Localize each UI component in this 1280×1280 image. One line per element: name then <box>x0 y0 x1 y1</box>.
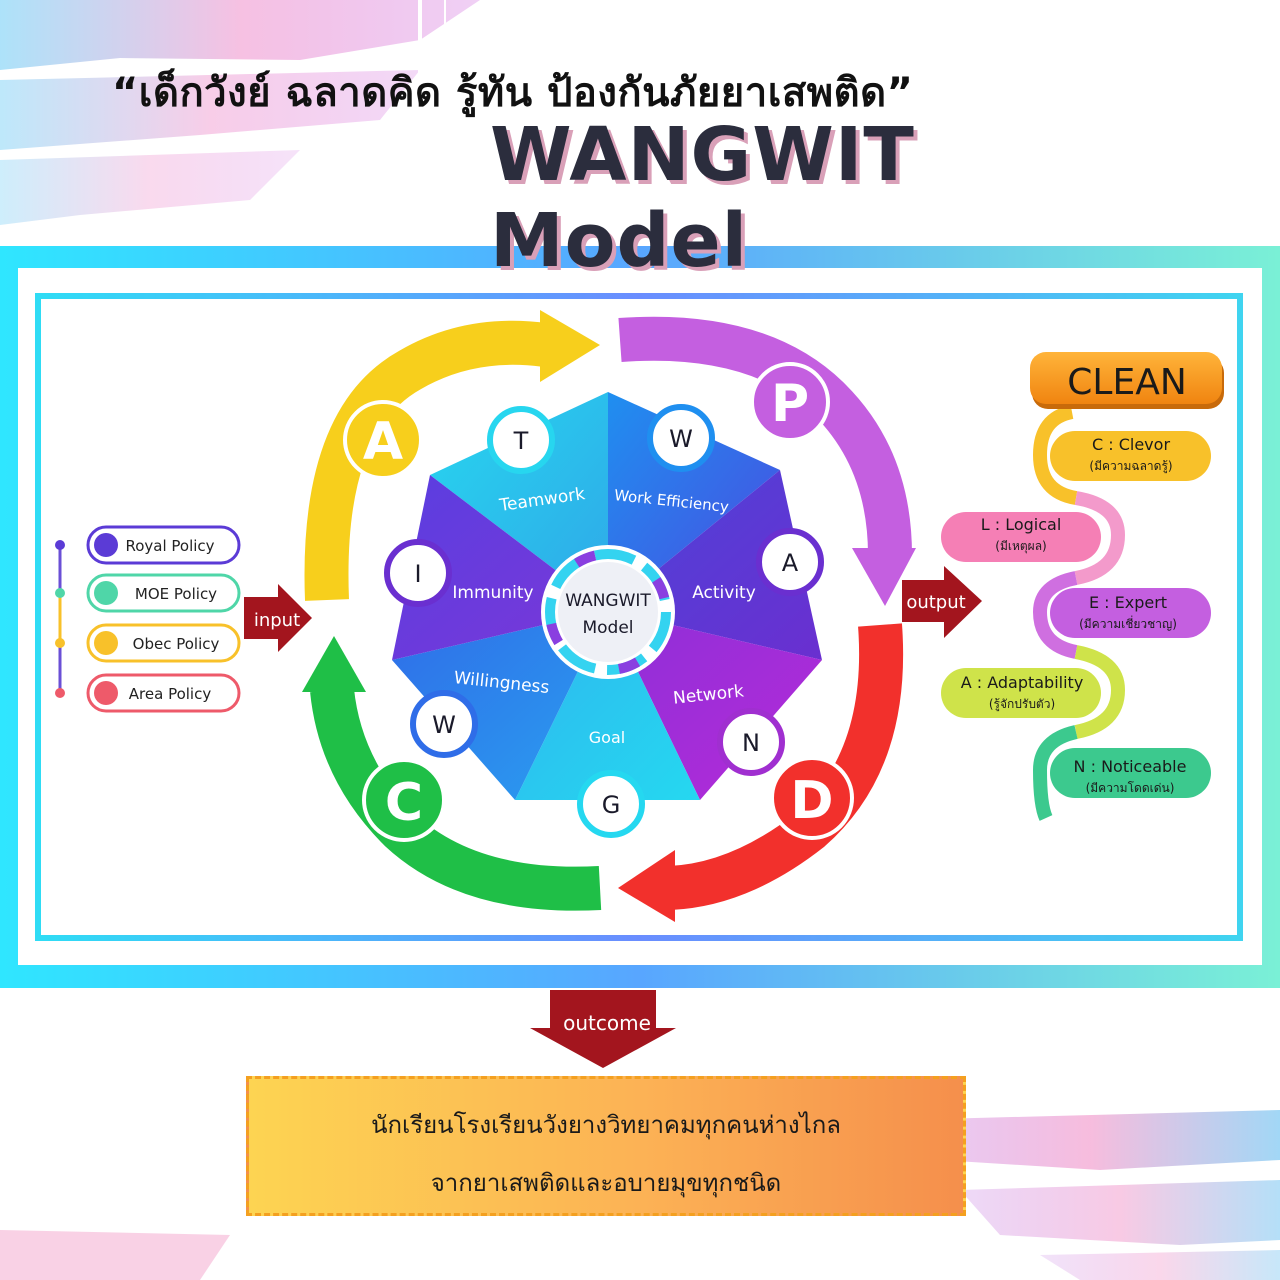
cycle-badge-c: C <box>362 758 446 842</box>
svg-text:(มีความโดดเด่น): (มีความโดดเด่น) <box>1086 781 1175 795</box>
outcome-label: outcome <box>563 1011 651 1035</box>
outcome-line-2: จากยาเสพติดและอบายมุขทุกชนิด <box>430 1169 782 1197</box>
letter-circle-g: G <box>577 770 645 838</box>
cycle-letter-c: C <box>385 773 423 833</box>
svg-text:N: N <box>742 729 760 757</box>
clean-item-e: E : Expert (มีความเชี่ยวชาญ) <box>1050 588 1211 638</box>
svg-text:A: A <box>782 549 799 577</box>
svg-text:W: W <box>669 425 693 453</box>
cycle-letter-a: A <box>363 412 403 472</box>
segment-goal <box>515 610 700 800</box>
svg-text:T: T <box>513 427 529 455</box>
cycle-badge-a: A <box>343 400 423 480</box>
segment-network <box>608 610 822 800</box>
input-arrow: input <box>244 584 312 652</box>
svg-text:(มีความฉลาดรู้): (มีความฉลาดรู้) <box>1089 459 1172 474</box>
segment-label-goal: Goal <box>589 728 625 747</box>
thai-title: “เด็กวังย์ ฉลาดคิด รู้ทัน ป้องกันภัยยาเส… <box>112 70 914 116</box>
clean-item-n: N : Noticeable (มีความโดดเด่น) <box>1050 748 1211 798</box>
outcome-arrow: outcome <box>530 990 676 1068</box>
segment-label-immunity: Immunity <box>452 583 533 603</box>
center-hub: WANGWIT Model <box>541 545 675 679</box>
svg-text:A : Adaptability: A : Adaptability <box>961 673 1084 692</box>
svg-text:MOE Policy: MOE Policy <box>135 585 217 603</box>
clean-badge: CLEAN <box>1030 352 1224 409</box>
svg-text:Royal Policy: Royal Policy <box>125 537 214 555</box>
input-label: input <box>254 610 300 631</box>
cycle-letter-p: P <box>771 374 809 434</box>
svg-text:C : Clevor: C : Clevor <box>1092 435 1170 454</box>
clean-item-l: L : Logical (มีเหตุผล) <box>941 512 1101 562</box>
cycle-arrowhead-a <box>540 310 600 382</box>
outcome-box: นักเรียนโรงเรียนวังยางวิทยาคมทุกคนห่างไก… <box>246 1076 966 1216</box>
output-arrow: output <box>902 566 982 638</box>
letter-circle-w1: W <box>647 404 715 472</box>
svg-text:L : Logical: L : Logical <box>981 515 1062 534</box>
cycle-letter-d: D <box>790 771 833 831</box>
cycle-arrowhead-d <box>618 850 675 922</box>
model-title: WANGWIT Model <box>490 112 915 284</box>
letter-circle-w2: W <box>410 690 478 758</box>
svg-text:N : Noticeable: N : Noticeable <box>1074 757 1187 776</box>
segment-label-activity: Activity <box>692 583 756 603</box>
policy-item-area: Area Policy <box>86 673 241 713</box>
segment-teamwork <box>430 392 608 610</box>
policy-item-moe: MOE Policy <box>86 573 241 613</box>
svg-text:W: W <box>432 711 456 739</box>
svg-text:(รู้จักปรับตัว): (รู้จักปรับตัว) <box>989 697 1055 712</box>
policy-item-royal: Royal Policy <box>86 525 241 565</box>
policy-item-obec: Obec Policy <box>86 623 241 663</box>
center-title: WANGWIT <box>565 591 651 611</box>
letter-circle-i: I <box>384 539 452 607</box>
policy-list: Royal Policy MOE Policy Obec Policy Area… <box>55 525 241 713</box>
svg-text:E : Expert: E : Expert <box>1089 593 1167 612</box>
center-subtitle: Model <box>582 618 633 638</box>
cycle-arrowhead-c <box>302 636 366 692</box>
svg-text:Obec Policy: Obec Policy <box>133 635 220 653</box>
clean-title: CLEAN <box>1067 362 1187 403</box>
clean-item-c: C : Clevor (มีความฉลาดรู้) <box>1050 431 1211 481</box>
cycle-badge-d: D <box>770 756 854 840</box>
letter-circle-n: N <box>717 708 785 776</box>
cycle-badge-p: P <box>750 362 830 442</box>
output-label: output <box>906 592 965 613</box>
clean-item-a: A : Adaptability (รู้จักปรับตัว) <box>941 668 1101 718</box>
svg-text:Area Policy: Area Policy <box>129 685 212 703</box>
segment-willingness <box>392 610 608 800</box>
svg-text:(มีเหตุผล): (มีเหตุผล) <box>995 539 1046 554</box>
cycle-arrow-a <box>304 320 548 601</box>
svg-text:G: G <box>602 791 621 819</box>
letter-circle-a: A <box>756 528 824 596</box>
outcome-line-1: นักเรียนโรงเรียนวังยางวิทยาคมทุกคนห่างไก… <box>371 1111 841 1139</box>
segment-letters: T W A N G W I <box>384 404 824 838</box>
svg-text:I: I <box>414 560 421 588</box>
clean-panel: CLEAN C : Clevor (มีความฉลาดรู้) L : Log… <box>941 352 1224 821</box>
cycle-arrowhead-p <box>852 548 916 606</box>
letter-circle-t: T <box>487 406 555 474</box>
svg-text:(มีความเชี่ยวชาญ): (มีความเชี่ยวชาญ) <box>1079 615 1177 631</box>
